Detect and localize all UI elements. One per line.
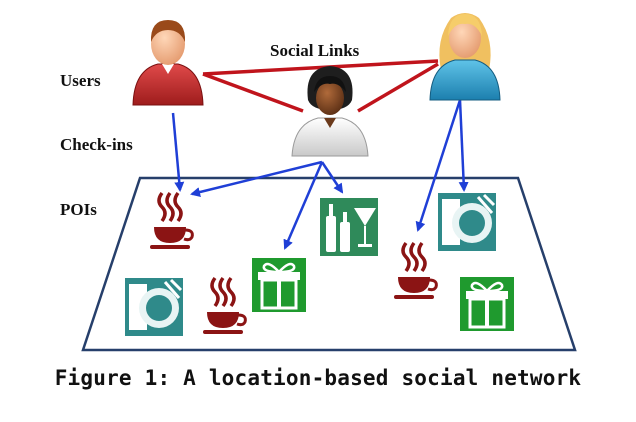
social-link-dark-blue <box>357 62 439 113</box>
figure-caption: Figure 1: A location-based social networ… <box>54 366 582 390</box>
check-in-arrow <box>283 161 324 250</box>
social-links <box>202 59 439 113</box>
coffee-icon <box>394 241 438 299</box>
users-label: Users <box>60 71 101 90</box>
user-blue-female-icon <box>429 13 501 101</box>
dining-icon <box>125 278 183 336</box>
check-in-arrows <box>171 99 469 250</box>
check-in-arrow <box>458 99 469 192</box>
coffee-icon <box>150 191 194 249</box>
nightlife-icon <box>320 198 378 256</box>
user-red-male-icon <box>132 20 204 106</box>
pois-label: POIs <box>60 200 97 219</box>
social-link-red-dark <box>202 72 304 113</box>
check-in-arrow <box>320 161 344 194</box>
check-in-arrow <box>171 112 185 192</box>
gift-icon <box>252 258 306 312</box>
check-ins-label: Check-ins <box>60 135 133 154</box>
poi-region <box>81 176 577 352</box>
dining-icon <box>438 193 496 251</box>
social-links-label: Social Links <box>270 41 360 60</box>
gift-icon <box>460 277 514 331</box>
coffee-icon <box>203 276 247 334</box>
check-in-arrow <box>415 99 462 232</box>
social-link-red-blue <box>202 59 439 76</box>
user-dark-female-icon <box>291 66 369 157</box>
check-in-arrow <box>190 160 323 197</box>
